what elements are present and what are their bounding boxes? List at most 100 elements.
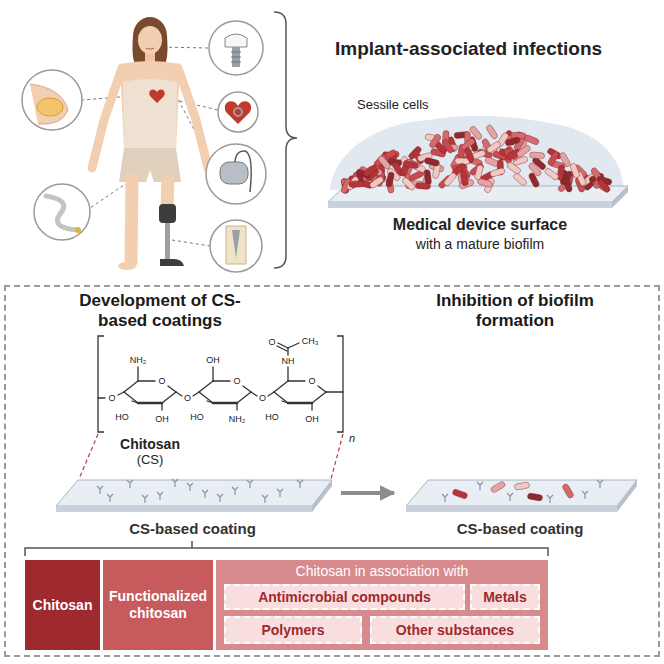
chitosan-structure: [274, 392, 288, 403]
column-heading: Development of CS-based coatings: [60, 291, 260, 332]
chitosan-structure: [288, 380, 305, 381]
chitosan-structure: [124, 392, 138, 403]
bacteria-cells: [529, 152, 544, 159]
surface-top: [56, 480, 332, 506]
chitosan-mark: [547, 495, 553, 503]
chitosan-mark: [277, 489, 283, 497]
chitosan-mark: [582, 491, 588, 499]
bacteria-cells: [424, 157, 440, 166]
plate-label: CS-based coating: [129, 520, 256, 537]
category-box: Chitosan: [25, 560, 100, 650]
breast-implant-icon: [30, 84, 68, 124]
woman-figure: [178, 68, 208, 168]
subcategory-box: Other substances: [370, 616, 540, 644]
coating-plate: CS-based coating: [400, 472, 640, 546]
bacteria-cells: [485, 124, 498, 140]
bacteria-cells: [544, 167, 560, 181]
bacteria-cells: [474, 164, 484, 180]
bacteria-cells: [512, 172, 527, 186]
chitosan-structure: [288, 343, 299, 348]
woman-figure: [167, 180, 168, 206]
chitosan-structure: [282, 401, 288, 403]
bone-implant-icon: [226, 226, 246, 264]
chitosan-structure: [274, 381, 288, 392]
bacteria-cells: [528, 172, 540, 188]
leader-line: [331, 434, 343, 479]
atom-label: NH₂: [130, 355, 147, 365]
chitosan-mark: [442, 494, 448, 502]
device-surface: [330, 116, 624, 190]
chitosan-structure: [326, 391, 343, 392]
bacteria-cells: [403, 160, 419, 169]
woman-figure: [92, 17, 208, 270]
bone-implant-icon: [232, 230, 240, 258]
atom-label: NH₂: [229, 414, 246, 424]
woman-figure: [160, 259, 184, 266]
atom-label: HO: [190, 412, 204, 422]
box-label: Metals: [483, 589, 527, 605]
bacteria-cells: [506, 161, 522, 175]
bacteria-cells: [524, 134, 540, 145]
chitosan-structure: [213, 380, 230, 381]
chitosan-structure: [98, 343, 343, 410]
atom-label: O: [233, 376, 240, 386]
bacteria-cells: [428, 133, 441, 149]
woman-figure: [149, 89, 164, 103]
polymer-bracket: [98, 336, 104, 432]
bacteria-cells: [377, 155, 391, 170]
caption-heading: Medical device surface: [393, 216, 567, 234]
bacterium: [452, 489, 468, 500]
bacteria-cells: [489, 167, 505, 177]
surface-edge: [617, 480, 637, 512]
chitosan-structure: [193, 392, 199, 396]
chitosan-mark: [262, 495, 268, 503]
atom-label: OH: [206, 355, 220, 365]
brace: [274, 12, 297, 268]
repeat-index: n: [349, 432, 355, 445]
box-label: Polymers: [261, 622, 324, 638]
chitosan-mark: [232, 487, 238, 495]
breast-implant-icon: [30, 84, 68, 124]
bacteria-cells: [349, 181, 364, 187]
coating-surface: [400, 472, 640, 516]
dashed-frame: Development of CS-based coatingsInhibiti…: [4, 285, 660, 657]
bacteria-cells: [424, 169, 432, 185]
chitosan-structure: [132, 401, 138, 403]
chitosan-mark: [247, 480, 253, 488]
atom-label: HO: [265, 412, 279, 422]
coating-surface: [50, 472, 335, 516]
chitosan-structure: [236, 403, 237, 410]
chitosan-structure: [137, 367, 138, 381]
flow-arrow: [341, 491, 394, 495]
bacteria-cells: [460, 171, 469, 187]
atom-label: O: [184, 393, 191, 403]
heart-valve-icon: [225, 101, 251, 124]
category-box: Functionalized chitosan: [103, 560, 213, 650]
caption-text: with a mature biofilm: [416, 236, 544, 252]
chitosan-mark: [97, 486, 103, 494]
category-group-box: Chitosan in association withAntimicrobia…: [216, 560, 548, 650]
surface-edge: [56, 506, 312, 512]
atom-label: OH: [305, 414, 319, 424]
bacteria-cells: [401, 177, 416, 192]
catheter-icon: [46, 196, 81, 233]
chitosan-structure: [138, 402, 162, 405]
chitosan-structure: [124, 381, 138, 392]
chitosan-mark: [142, 495, 148, 503]
chitosan-structure: [287, 348, 288, 355]
woman-figure: [123, 79, 177, 150]
bacteria-cells: [505, 136, 521, 146]
polymer-bracket: [337, 336, 343, 432]
chitosan-structure: [207, 401, 213, 403]
inset-circle: [22, 21, 266, 272]
device-surface: [328, 116, 628, 208]
bacteria-cells: [516, 144, 532, 158]
woman-figure: [131, 180, 132, 262]
bacteria-cells: [363, 164, 379, 178]
subcategory-box: Antimicrobial compounds: [224, 584, 465, 610]
atom-label: O: [308, 376, 315, 386]
leader-line: [79, 434, 98, 479]
chitosan-mark: [127, 480, 133, 488]
device-surface: [328, 202, 612, 208]
atom-label: CH₃: [302, 336, 319, 346]
